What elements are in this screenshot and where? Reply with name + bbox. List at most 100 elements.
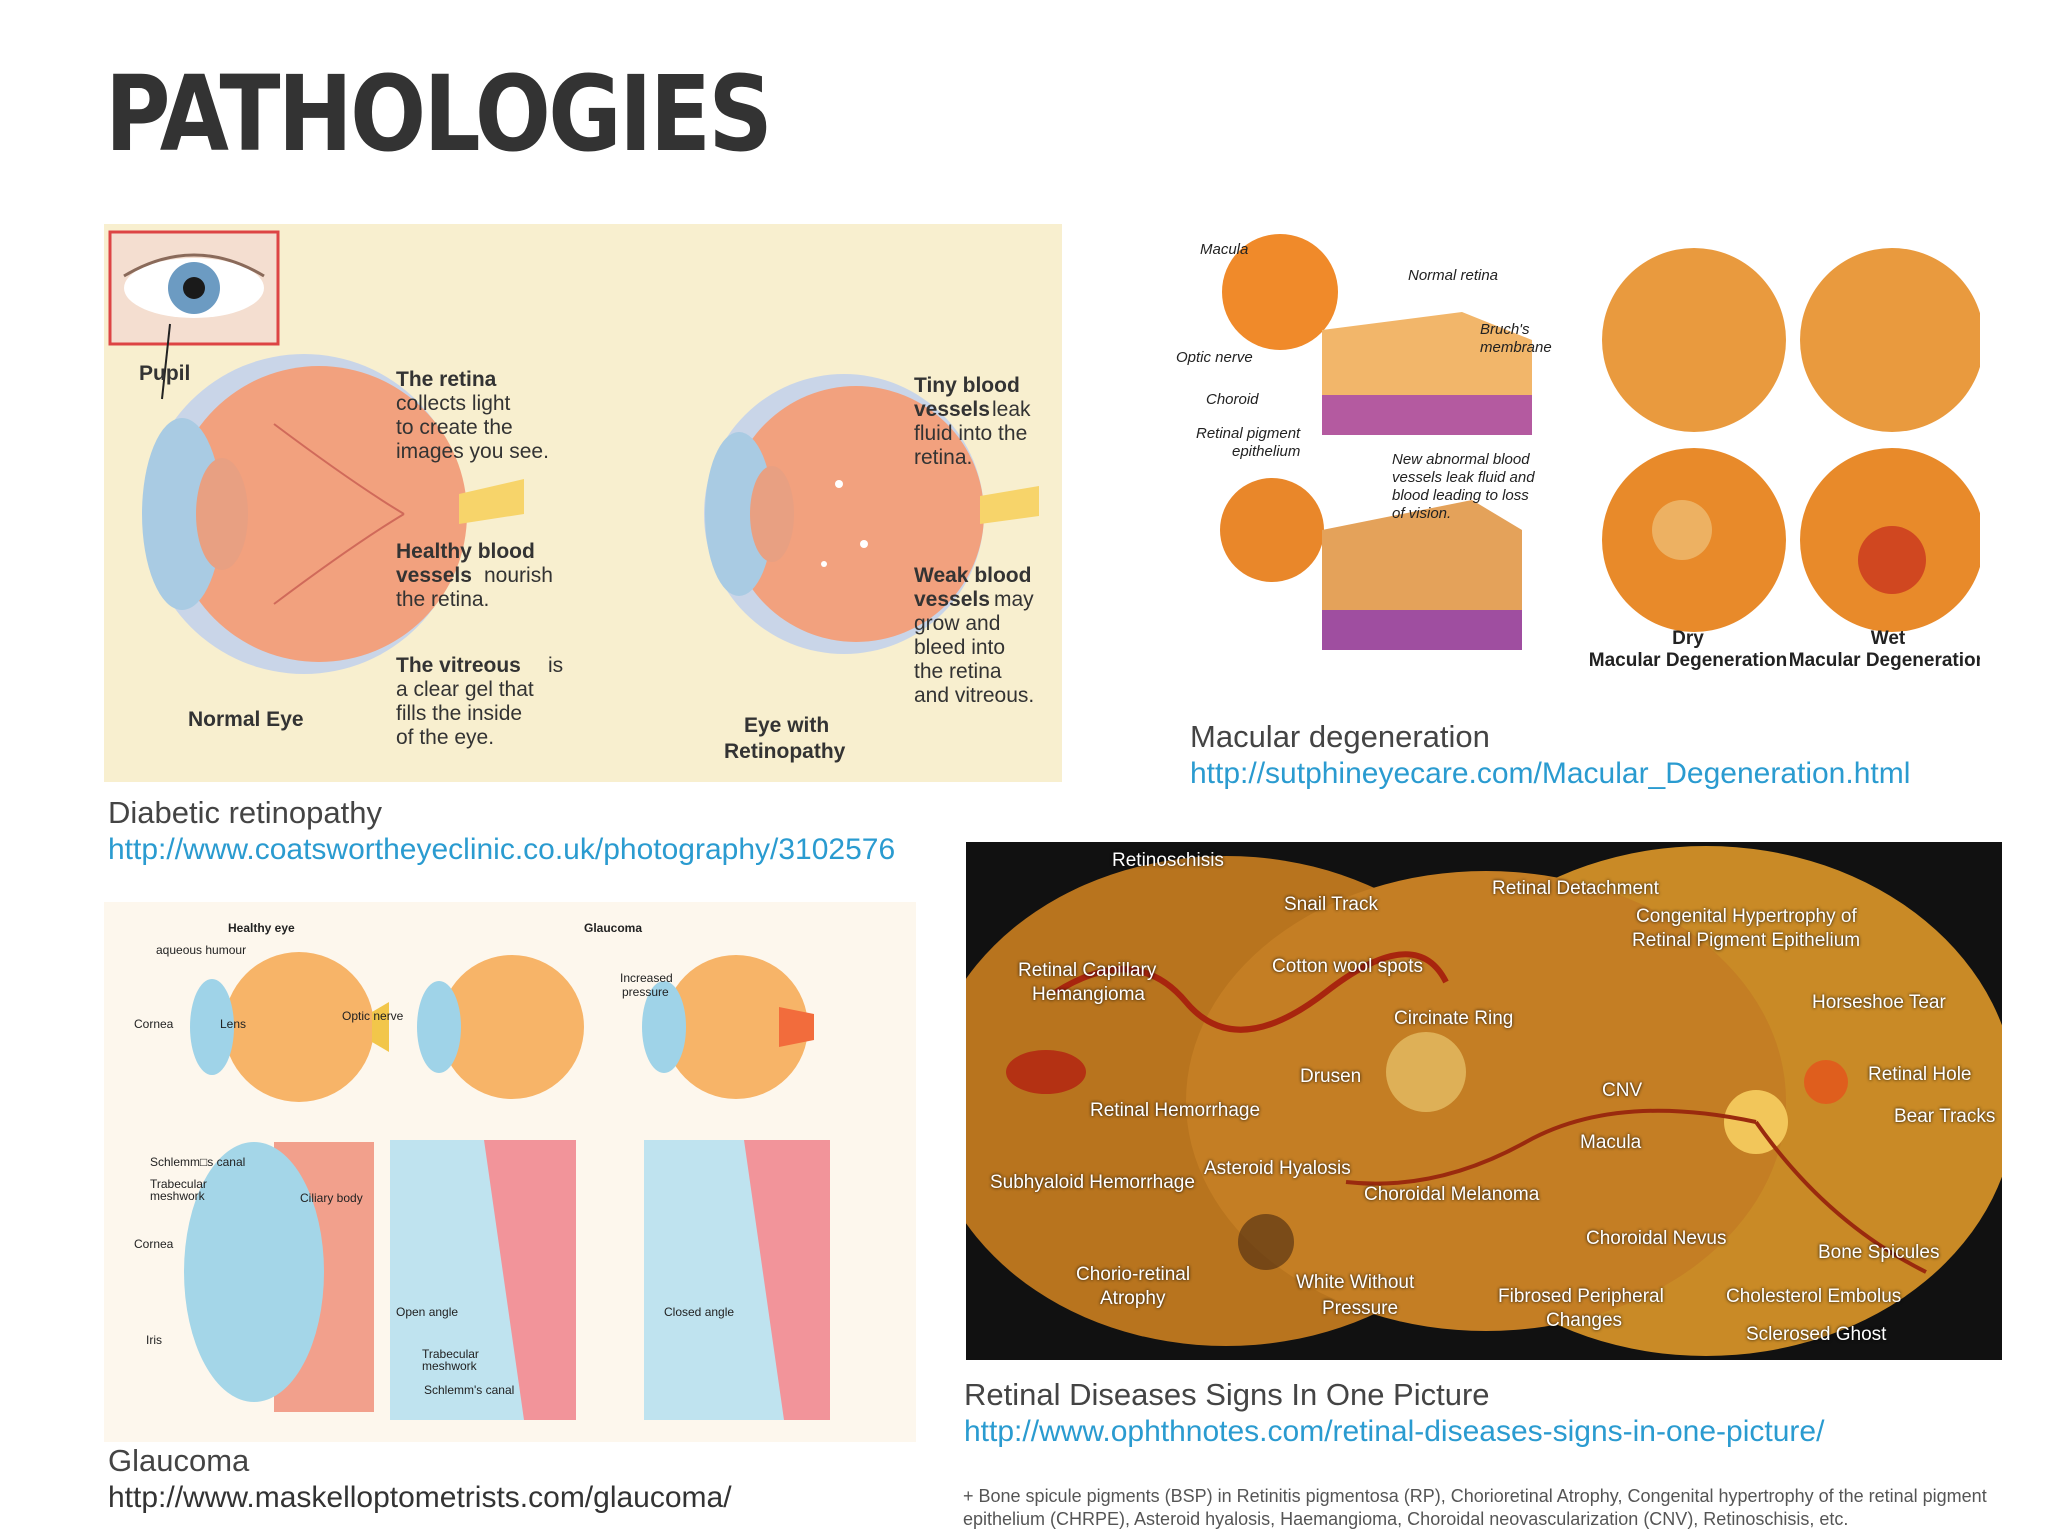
retinopathy-eye-drawing	[704, 374, 1039, 654]
label-vitreous-text: is	[548, 654, 563, 677]
label-normal-eye: Normal Eye	[188, 708, 304, 731]
caption-retinal-diseases: Retinal Diseases Signs In One Picture	[964, 1377, 1490, 1412]
label-trabecular-meshwork: meshwork	[150, 1189, 206, 1203]
normal-eye-drawing	[142, 354, 524, 674]
label-eye-with-retinopathy: Eye with	[744, 714, 829, 737]
label-asteroid-hyalosis: Asteroid Hyalosis	[1204, 1158, 1351, 1179]
label-bone-spicules: Bone Spicules	[1818, 1242, 1940, 1263]
label-eye-with-retinopathy: Retinopathy	[724, 740, 846, 763]
label-tiny-text: retina.	[914, 446, 972, 469]
label-optic-nerve: Optic nerve	[1176, 349, 1253, 366]
label-retinal-detachment: Retinal Detachment	[1492, 878, 1659, 899]
label-optic-nerve: Optic nerve	[342, 1009, 404, 1023]
label-weak-vessels: vessels	[914, 588, 990, 611]
diabetic-retinopathy-figure: Pupil The retina collects light to creat…	[104, 224, 1062, 782]
label-tiny-text: fluid into the	[914, 422, 1027, 445]
label-schlemms-canal: Schlemm□s canal	[150, 1155, 245, 1169]
label-trabecular-meshwork: Trabecular	[150, 1177, 207, 1191]
label-bruchs-membrane: membrane	[1480, 339, 1552, 356]
label-choroidal-nevus: Choroidal Nevus	[1586, 1228, 1727, 1249]
label-dry: Dry	[1672, 628, 1704, 649]
label-healthy-vessels: Healthy blood	[396, 540, 535, 563]
label-glaucoma: Glaucoma	[584, 921, 642, 935]
label-trabecular-meshwork-2: Trabecular	[422, 1347, 479, 1361]
link-retinal-diseases[interactable]: http://www.ophthnotes.com/retinal-diseas…	[964, 1415, 1825, 1448]
label-cotton-wool-spots: Cotton wool spots	[1272, 956, 1424, 977]
label-weak-text: may	[994, 588, 1034, 611]
caption-glaucoma: Glaucoma	[108, 1443, 250, 1478]
label-schlemms-canal-2: Schlemm's canal	[424, 1383, 514, 1397]
label-retinal-hemorrhage: Retinal Hemorrhage	[1090, 1100, 1261, 1121]
label-retina-text: to create the	[396, 416, 513, 439]
label-retina-text: images you see.	[396, 440, 549, 463]
label-rpe: epithelium	[1232, 443, 1300, 460]
label-lens: Lens	[220, 1017, 246, 1031]
label-snail-track: Snail Track	[1284, 894, 1378, 915]
caption-diabetic-retinopathy: Diabetic retinopathy	[108, 795, 382, 830]
link-glaucoma[interactable]: http://www.maskelloptometrists.com/glauc…	[108, 1481, 732, 1514]
label-weak-vessels: Weak blood	[914, 564, 1031, 587]
label-retinal-hole: Retinal Hole	[1868, 1064, 1972, 1085]
caption-macular-degeneration: Macular degeneration	[1190, 719, 1490, 754]
glaucoma-figure: Healthy eye Glaucoma aqueous humour Corn…	[104, 902, 916, 1442]
label-congenital-hypertrophy: Retinal Pigment Epithelium	[1632, 930, 1861, 951]
label-healthy-text: nourish	[484, 564, 553, 587]
label-retina-text: collects light	[396, 392, 511, 415]
label-fibrosed-peripheral-changes: Fibrosed Peripheral	[1498, 1286, 1664, 1307]
label-weak-text: and vitreous.	[914, 684, 1034, 707]
label-wet: Wet	[1871, 628, 1906, 649]
footnote: + Bone spicule pigments (BSP) in Retinit…	[963, 1486, 1987, 1530]
label-white-without-pressure: White Without	[1296, 1272, 1415, 1293]
label-healthy-text: the retina.	[396, 588, 489, 611]
label-drusen: Drusen	[1300, 1066, 1362, 1087]
link-macular-degeneration[interactable]: http://sutphineyecare.com/Macular_Degene…	[1190, 757, 1911, 790]
label-horseshoe-tear: Horseshoe Tear	[1812, 992, 1946, 1013]
label-closed-angle: Closed angle	[664, 1305, 734, 1319]
label-abnormal-vessels: New abnormal blood	[1392, 451, 1530, 468]
label-sclerosed-ghost: Sclerosed Ghost	[1746, 1324, 1887, 1345]
label-cnv: CNV	[1602, 1080, 1643, 1101]
label-chorio-retinal-atrophy: Chorio-retinal	[1076, 1264, 1191, 1285]
label-cornea: Cornea	[134, 1017, 174, 1031]
retinal-labels: Retinoschisis Snail Track Retinal Detach…	[966, 842, 2002, 1360]
label-aqueous-humour: aqueous humour	[156, 943, 246, 957]
label-retinoschisis: Retinoschisis	[1112, 850, 1224, 871]
label-tiny-text: leak	[992, 398, 1031, 421]
label-healthy-vessels: vessels	[396, 564, 472, 587]
label-weak-text: bleed into	[914, 636, 1005, 659]
label-retinal-capillary-hemangioma: Hemangioma	[1032, 984, 1145, 1005]
label-macula: Macula	[1200, 241, 1248, 258]
label-vitreous: The vitreous	[396, 654, 521, 677]
label-choroidal-melanoma: Choroidal Melanoma	[1364, 1184, 1540, 1205]
label-abnormal-vessels: blood leading to loss	[1392, 487, 1529, 504]
label-circinate-ring: Circinate Ring	[1394, 1008, 1514, 1029]
label-bruchs-membrane: Bruch's	[1480, 321, 1530, 338]
label-rpe: Retinal pigment	[1196, 425, 1301, 442]
label-fibrosed-peripheral-changes: Changes	[1546, 1310, 1623, 1331]
label-normal-retina: Normal retina	[1408, 267, 1498, 284]
macular-degeneration-figure: Macula Normal retina Bruch's membrane Op…	[1172, 230, 1980, 690]
label-weak-text: grow and	[914, 612, 1000, 635]
label-dry-macular-degeneration: Macular Degeneration	[1589, 650, 1788, 671]
label-retina: The retina	[396, 368, 497, 391]
label-open-angle: Open angle	[396, 1305, 458, 1319]
label-vitreous-text: a clear gel that	[396, 678, 534, 701]
label-wet-macular-degeneration: Macular Degeneration	[1789, 650, 1980, 671]
label-pupil: Pupil	[139, 362, 190, 385]
label-weak-text: the retina	[914, 660, 1002, 683]
label-vitreous-text: fills the inside	[396, 702, 522, 725]
label-white-without-pressure: Pressure	[1322, 1298, 1399, 1319]
label-macula: Macula	[1580, 1132, 1642, 1153]
label-vitreous-text: of the eye.	[396, 726, 494, 749]
label-chorio-retinal-atrophy: Atrophy	[1100, 1288, 1166, 1309]
label-cholesterol-embolus: Cholesterol Embolus	[1726, 1286, 1902, 1307]
label-increased-pressure: Increased	[620, 971, 673, 985]
macula-fundus-circle	[1222, 234, 1338, 350]
label-trabecular-meshwork-2: meshwork	[422, 1359, 478, 1373]
link-diabetic-retinopathy[interactable]: http://www.coatswortheyeclinic.co.uk/pho…	[108, 833, 896, 866]
label-subhyaloid-hemorrhage: Subhyaloid Hemorrhage	[990, 1172, 1195, 1193]
label-cornea-detail: Cornea	[134, 1237, 174, 1251]
label-choroid: Choroid	[1206, 391, 1259, 408]
label-abnormal-vessels: of vision.	[1392, 505, 1451, 522]
label-bear-tracks: Bear Tracks	[1894, 1106, 1996, 1127]
